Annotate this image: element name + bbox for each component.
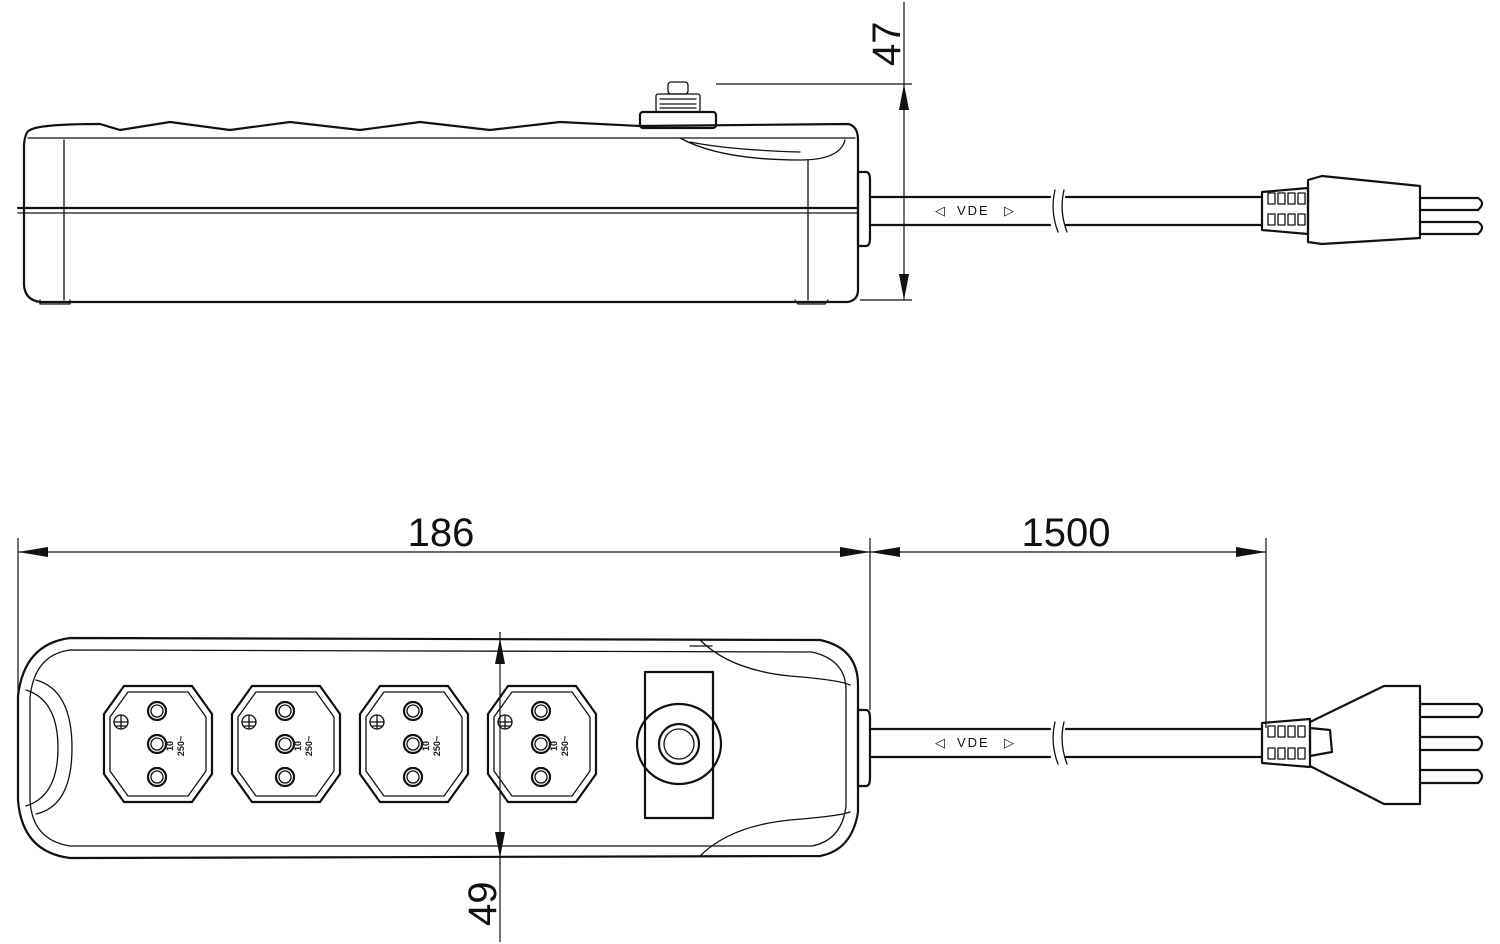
side-view: ◁ VDE ▷ 47 <box>16 2 1484 305</box>
top-view: 186 1500 10 250~ 10 250~ 10 250~ <box>16 511 1484 942</box>
side-plug-pin-2 <box>1418 220 1484 236</box>
side-cable-marking-right: ▷ <box>1004 203 1016 218</box>
top-cable-marking-right: ▷ <box>1004 735 1016 750</box>
top-cable-marking-left: ◁ <box>935 735 947 750</box>
socket-3 <box>358 684 470 804</box>
dimension-47-label: 47 <box>865 22 909 67</box>
socket-2 <box>230 684 342 804</box>
side-body-outline <box>22 120 860 304</box>
side-plug-body <box>1306 174 1422 246</box>
dimension-1500-label: 1500 <box>1022 511 1111 555</box>
switch-frame <box>643 670 715 820</box>
top-cable-marking: VDE <box>957 735 990 750</box>
svg-text:10: 10 <box>165 741 175 751</box>
svg-text:10: 10 <box>293 741 303 751</box>
svg-text:250~: 250~ <box>176 736 186 756</box>
top-plug-body <box>1308 726 1334 758</box>
top-strain-relief <box>856 708 872 788</box>
svg-text:250~: 250~ <box>304 736 314 756</box>
top-plug-pin-2 <box>1418 735 1484 752</box>
side-cable-marking-left: ◁ <box>935 203 947 218</box>
svg-text:10: 10 <box>421 741 431 751</box>
side-switch-knob <box>655 93 701 113</box>
switch-button-icon <box>657 722 701 766</box>
top-plug-pin-3 <box>1418 768 1484 785</box>
side-strain-relief <box>856 170 872 248</box>
socket-1 <box>102 684 214 804</box>
svg-text:250~: 250~ <box>560 736 570 756</box>
side-plug-pin-1 <box>1418 196 1484 212</box>
socket-4-rating: 10 250~ <box>549 736 570 756</box>
svg-text:10: 10 <box>549 741 559 751</box>
top-end-grip <box>35 679 73 815</box>
socket-1-rating: 10 250~ <box>165 736 186 756</box>
dimension-49-label: 49 <box>461 882 505 927</box>
side-cable-marking: VDE <box>957 203 990 218</box>
svg-text:250~: 250~ <box>432 736 442 756</box>
socket-3-rating: 10 250~ <box>421 736 442 756</box>
top-body-outline <box>16 636 860 860</box>
top-plug-pin-1 <box>1418 702 1484 719</box>
socket-4 <box>486 684 598 804</box>
dimension-186-label: 186 <box>408 511 475 555</box>
socket-2-rating: 10 250~ <box>293 736 314 756</box>
top-plug-head <box>1308 684 1422 806</box>
switch-knob <box>635 702 723 786</box>
